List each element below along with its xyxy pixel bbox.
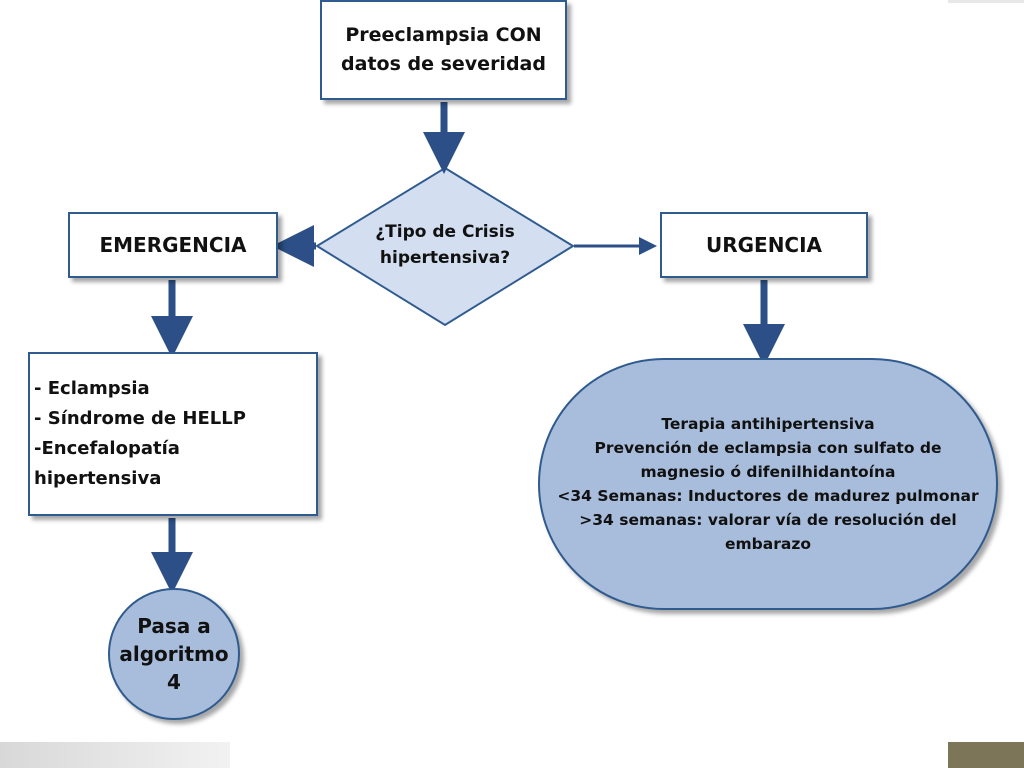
decision-label: ¿Tipo de Crisis hipertensiva? [330,214,560,276]
next-algorithm-line: Pasa a [137,614,211,638]
decorative-bottom-left-band [0,742,230,768]
emergency-label: EMERGENCIA [99,233,247,257]
start-node: Preeclampsia CON datos de severidad [320,0,567,100]
emergency-node: EMERGENCIA [68,212,278,278]
complication-item: -Encefalopatía [34,438,180,459]
treatment-line: Terapia antihipertensiva [661,415,875,433]
start-line: datos de severidad [341,53,546,75]
start-line: Preeclampsia CON [345,24,542,46]
decision-diamond [315,166,575,327]
decision-line: hipertensiva? [379,248,511,268]
decorative-bottom-right-block [948,742,1024,768]
next-algorithm-line: algoritmo [119,642,229,666]
treatment-node: Terapia antihipertensiva Prevención de e… [538,358,998,610]
treatment-line: <34 Semanas: Inductores de madurez pulmo… [557,487,979,505]
treatment-line: embarazo [725,535,811,553]
urgency-label: URGENCIA [705,233,823,257]
complication-item: hipertensiva [34,468,162,489]
complication-item: - Eclampsia [34,378,150,399]
treatment-line: >34 semanas: valorar vía de resolución d… [579,511,957,529]
decorative-top-bar [948,0,1024,3]
treatment-line: Prevención de eclampsia con sulfato de [594,439,942,457]
next-algorithm-line: 4 [167,670,181,694]
complication-item: - Síndrome de HELLP [34,408,246,429]
next-algorithm-node: Pasa a algoritmo 4 [108,588,240,720]
decision-line: ¿Tipo de Crisis [375,222,515,242]
treatment-line: magnesio ó difenilhidantoína [640,463,896,481]
urgency-node: URGENCIA [660,212,868,278]
complications-node: - Eclampsia - Síndrome de HELLP -Encefal… [28,352,318,516]
